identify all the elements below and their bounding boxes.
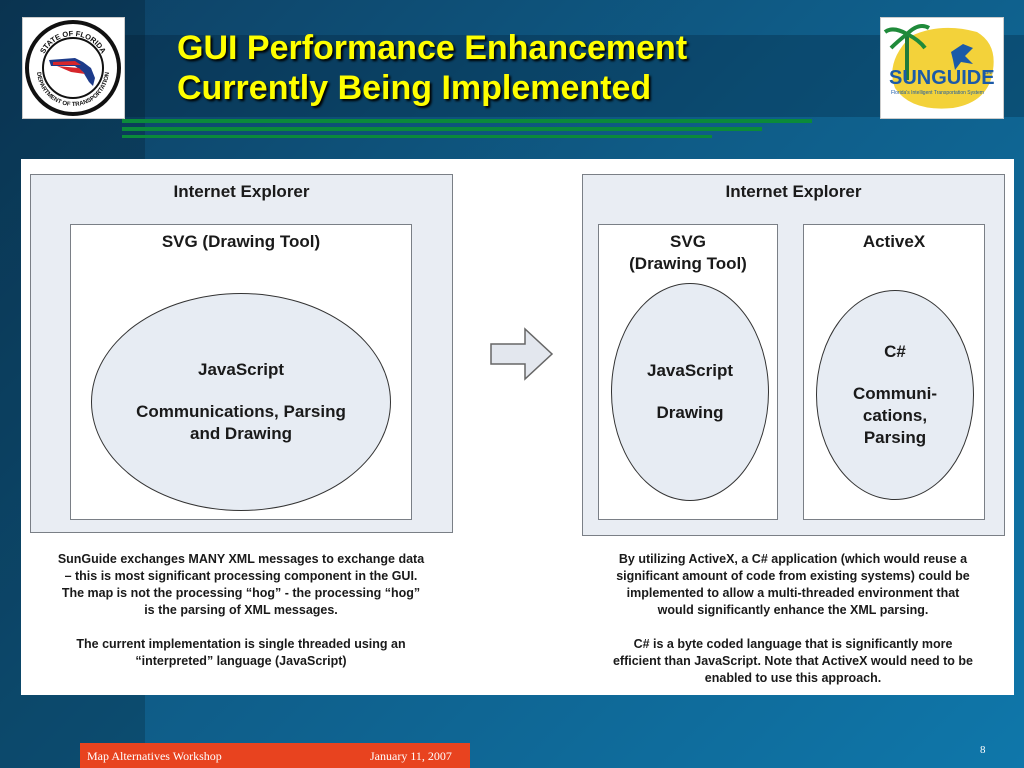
current-ellipse-line-3: and Drawing (189, 424, 292, 443)
sunguide-palm-icon: SUNGUIDE SM Florida's Intelligent Transp… (883, 24, 995, 109)
current-caption: SunGuide exchanges MANY XML messages to … (31, 551, 451, 670)
sunguide-logo: SUNGUIDE SM Florida's Intelligent Transp… (880, 17, 1004, 119)
title-rule-3 (122, 135, 712, 138)
caption-line: C# is a byte coded language that is sign… (633, 637, 953, 651)
activex-ellipse-line-2: Communi- (852, 384, 938, 403)
caption-line: implemented to allow a multi-threaded en… (626, 586, 960, 600)
spacer (31, 619, 451, 636)
activex-ellipse-line-3: cations, (862, 406, 928, 425)
title-rule-2 (122, 127, 762, 131)
activex-container: ActiveX C# Communi- cations, Parsing (803, 224, 985, 520)
activex-label: ActiveX (862, 232, 926, 251)
page-number: 8 (980, 744, 986, 756)
proposed-svg-ellipse-line-2: Drawing (656, 403, 724, 422)
footer-workshop-name: Map Alternatives Workshop (87, 749, 222, 763)
current-ellipse-line-2: Communications, Parsing (136, 402, 346, 421)
footer-date: January 11, 2007 (370, 749, 452, 763)
title-line-2: Currently Being Implemented (177, 69, 652, 107)
proposed-svg-label: SVG (Drawing Tool) (599, 231, 777, 275)
caption-line: is the parsing of XML messages. (144, 603, 338, 617)
proposed-javascript-ellipse: JavaScript Drawing (611, 283, 769, 501)
title-rule-1 (122, 119, 812, 123)
current-svg-label: SVG (Drawing Tool) (161, 232, 321, 251)
caption-line: would significantly enhance the XML pars… (657, 603, 929, 617)
spacer (583, 619, 1003, 636)
caption-line: – this is most significant processing co… (64, 569, 418, 583)
proposed-svg-container: SVG (Drawing Tool) JavaScript Drawing (598, 224, 778, 520)
fdot-seal-icon: STATE OF FLORIDA DEPARTMENT OF TRANSPORT… (25, 20, 121, 116)
current-ellipse-line-1: JavaScript (198, 360, 284, 379)
caption-line: The current implementation is single thr… (76, 637, 406, 651)
proposed-ie-label: Internet Explorer (725, 182, 862, 201)
footer-bar: Map Alternatives Workshop January 11, 20… (80, 743, 470, 768)
caption-line: SunGuide exchanges MANY XML messages to … (57, 552, 425, 566)
current-ie-label: Internet Explorer (173, 182, 310, 201)
current-javascript-ellipse: JavaScript Communications, Parsing and D… (91, 293, 391, 511)
activex-ellipse-line-1: C# (884, 342, 906, 361)
caption-line: The map is not the processing “hog” - th… (61, 586, 421, 600)
caption-line: By utilizing ActiveX, a C# application (… (618, 552, 968, 566)
caption-line: enabled to use this approach. (704, 671, 882, 685)
title-band (120, 35, 1024, 117)
proposed-svg-label-line-1: SVG (670, 232, 706, 251)
proposed-caption: By utilizing ActiveX, a C# application (… (583, 551, 1003, 687)
caption-line: efficient than JavaScript. Note that Act… (612, 654, 974, 668)
csharp-ellipse: C# Communi- cations, Parsing (816, 290, 974, 500)
sunguide-sm-mark: SM (985, 70, 993, 76)
fdot-logo: STATE OF FLORIDA DEPARTMENT OF TRANSPORT… (22, 17, 125, 119)
sunguide-tagline: Florida's Intelligent Transportation Sys… (891, 90, 984, 96)
current-ie-container: Internet Explorer SVG (Drawing Tool) Jav… (30, 174, 453, 533)
diagram-panel: Internet Explorer SVG (Drawing Tool) Jav… (21, 159, 1014, 695)
current-svg-container: SVG (Drawing Tool) JavaScript Communicat… (70, 224, 412, 520)
caption-line: significant amount of code from existing… (616, 569, 970, 583)
proposed-svg-ellipse-line-1: JavaScript (647, 361, 733, 380)
caption-line: “interpreted” language (JavaScript) (135, 654, 347, 668)
title-line-1: GUI Performance Enhancement (177, 29, 688, 67)
activex-ellipse-line-4: Parsing (863, 428, 927, 447)
sunguide-wordmark: SUNGUIDE (889, 67, 995, 89)
right-arrow-icon (490, 327, 554, 381)
proposed-ie-container: Internet Explorer SVG (Drawing Tool) Jav… (582, 174, 1005, 536)
proposed-svg-label-line-2: (Drawing Tool) (629, 254, 747, 273)
slide-title: GUI Performance Enhancement Currently Be… (177, 28, 867, 108)
